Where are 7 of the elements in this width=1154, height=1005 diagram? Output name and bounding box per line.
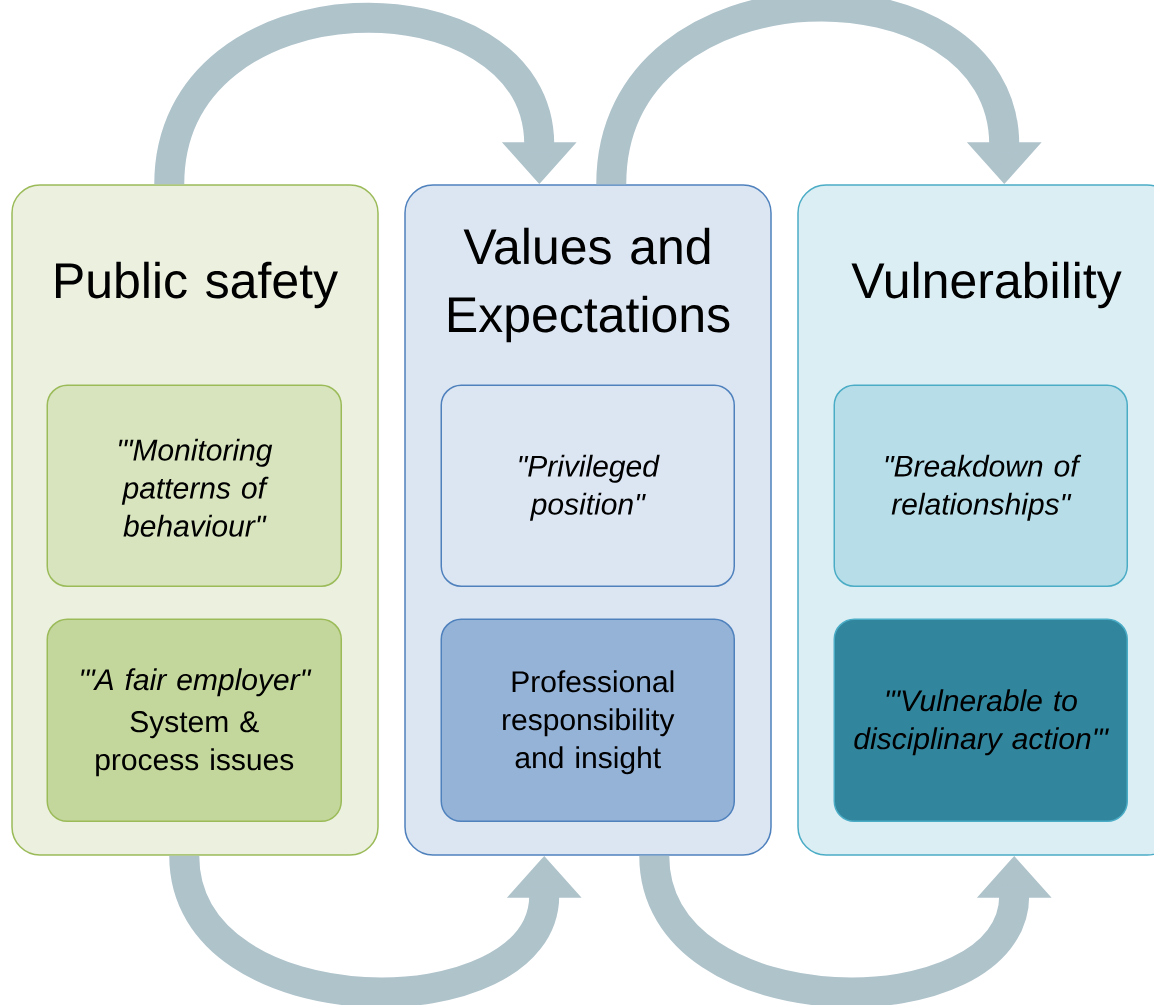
text-box: '"Monitoring patterns of behaviour" xyxy=(46,384,342,587)
curved-arrow xyxy=(154,3,577,187)
text-box: '"Vulnerable to disciplinary action"' xyxy=(833,618,1128,822)
text-box: '"A fair employer" System & process issues xyxy=(46,618,342,822)
text-box: "Privileged position" xyxy=(440,384,735,587)
text-box: "Breakdown of relationships" xyxy=(833,384,1128,587)
text-box: Professional responsibility and insight xyxy=(440,618,735,822)
